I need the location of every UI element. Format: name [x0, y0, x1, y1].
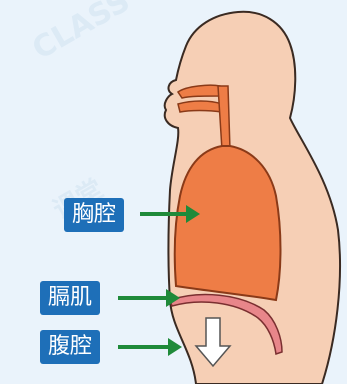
arrow-abdomen — [118, 338, 182, 356]
label-chest-cavity: 胸腔 — [64, 198, 124, 232]
lungs — [175, 146, 281, 300]
label-diaphragm: 膈肌 — [40, 281, 100, 315]
svg-text:CLASS: CLASS — [27, 0, 136, 67]
oral-cavity — [178, 101, 222, 112]
label-abdominal-cavity: 腹腔 — [40, 330, 100, 364]
